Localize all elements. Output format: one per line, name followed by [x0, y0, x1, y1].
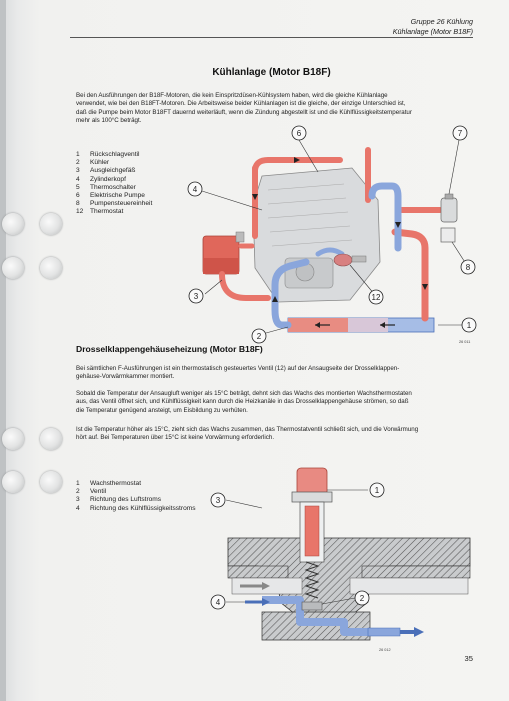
callout-number: 1 [375, 486, 380, 495]
diagram2-callouts: 1 2 3 4 [210, 482, 385, 610]
intro-line: daß die Pumpe beim Motor B18FT dauernd w… [76, 108, 412, 116]
binder-hole [2, 257, 24, 279]
valve-housing [227, 537, 471, 641]
callout-circle [354, 590, 370, 606]
paragraph-line: die Temperatur genügend ansteigt, um Eis… [76, 406, 248, 414]
page-title: Kühlanlage (Motor B18F) [212, 67, 331, 78]
intro-paragraph: Bei den Ausführungen der B18F-Motoren, d… [76, 92, 473, 126]
electric-pump [440, 193, 458, 223]
callout-circle [452, 125, 468, 141]
thermostat [333, 253, 367, 267]
intro-line: verwendet, wie bei den B18FT-Motoren. Di… [76, 100, 406, 108]
flow-arrows [252, 157, 428, 302]
figure-code: 26 012 [379, 648, 391, 652]
callout-leaders [201, 139, 469, 334]
paragraph-line: Bei sämtlichen F-Ausführungen ist ein th… [76, 365, 400, 372]
binder-hole [40, 213, 62, 235]
hot-coolant-hoses [219, 147, 443, 322]
callout-number: 4 [193, 185, 198, 194]
header-group: Gruppe 26 Kühlung [410, 17, 473, 26]
paragraph: Sobald die Temperatur der Ansaugluft wen… [76, 390, 473, 415]
callout-number: 12 [372, 293, 381, 302]
callout-number: 3 [194, 292, 199, 301]
callout-circle [460, 259, 476, 275]
callout-number: 8 [466, 263, 471, 272]
callout-circle [291, 125, 307, 141]
figure-code: 26 011 [459, 340, 471, 344]
coolant-channel [262, 596, 401, 637]
callout-circle [461, 317, 477, 333]
callout-number: 4 [216, 598, 221, 607]
callout-circle [369, 482, 385, 498]
binder-hole [2, 213, 24, 235]
callout-number: 2 [257, 332, 262, 341]
radiator [287, 317, 435, 333]
paragraph: Bei sämtlichen F-Ausführungen ist ein th… [76, 365, 473, 382]
callout-circle [210, 594, 226, 610]
binder-hole [40, 428, 62, 450]
callout-circle [368, 289, 384, 305]
header-rule [70, 37, 473, 38]
diagram2-arrows [240, 582, 424, 637]
page-edge [0, 0, 6, 701]
page-number: 35 [464, 654, 473, 663]
callout-circle [188, 288, 204, 304]
callout-number: 2 [360, 594, 365, 603]
callout-number: 1 [467, 321, 472, 330]
callout-number: 3 [216, 496, 221, 505]
callout-number: 7 [458, 129, 463, 138]
section-title: Drosselklappengehäuseheizung (Motor B18F… [76, 344, 263, 354]
binder-hole [2, 428, 24, 450]
callout-number: 6 [297, 129, 302, 138]
paragraph-line: aus, das Ventil öffnet sich, und Kühlflü… [76, 398, 409, 406]
intro-line: Bei den Ausführungen der B18F-Motoren, d… [76, 92, 388, 99]
paragraph: Ist die Temperatur höher als 15°C, zieht… [76, 426, 473, 443]
wax-thermostat [291, 467, 333, 611]
callout-circle [251, 328, 267, 344]
pump-control-unit [440, 227, 456, 243]
paragraph-line: Ist die Temperatur höher als 15°C, zieht… [76, 426, 419, 433]
binder-hole [40, 257, 62, 279]
callout-circle [210, 492, 226, 508]
expansion-tank [202, 231, 245, 275]
paragraph-line: gehäuse-Vorwärmkammer montiert. [76, 373, 175, 381]
paragraph-line: hört auf. Bei Temperaturen über 15°C ist… [76, 434, 275, 442]
intro-line: mehr als 100°C beträgt. [76, 117, 142, 125]
diagram2-leaders [225, 489, 368, 605]
binder-hole [2, 471, 24, 493]
binder-hole [40, 471, 62, 493]
callout-circle [187, 181, 203, 197]
header-subtitle: Kühlanlage (Motor B18F) [392, 27, 473, 36]
paragraph-line: Sobald die Temperatur der Ansaugluft wen… [76, 390, 412, 397]
